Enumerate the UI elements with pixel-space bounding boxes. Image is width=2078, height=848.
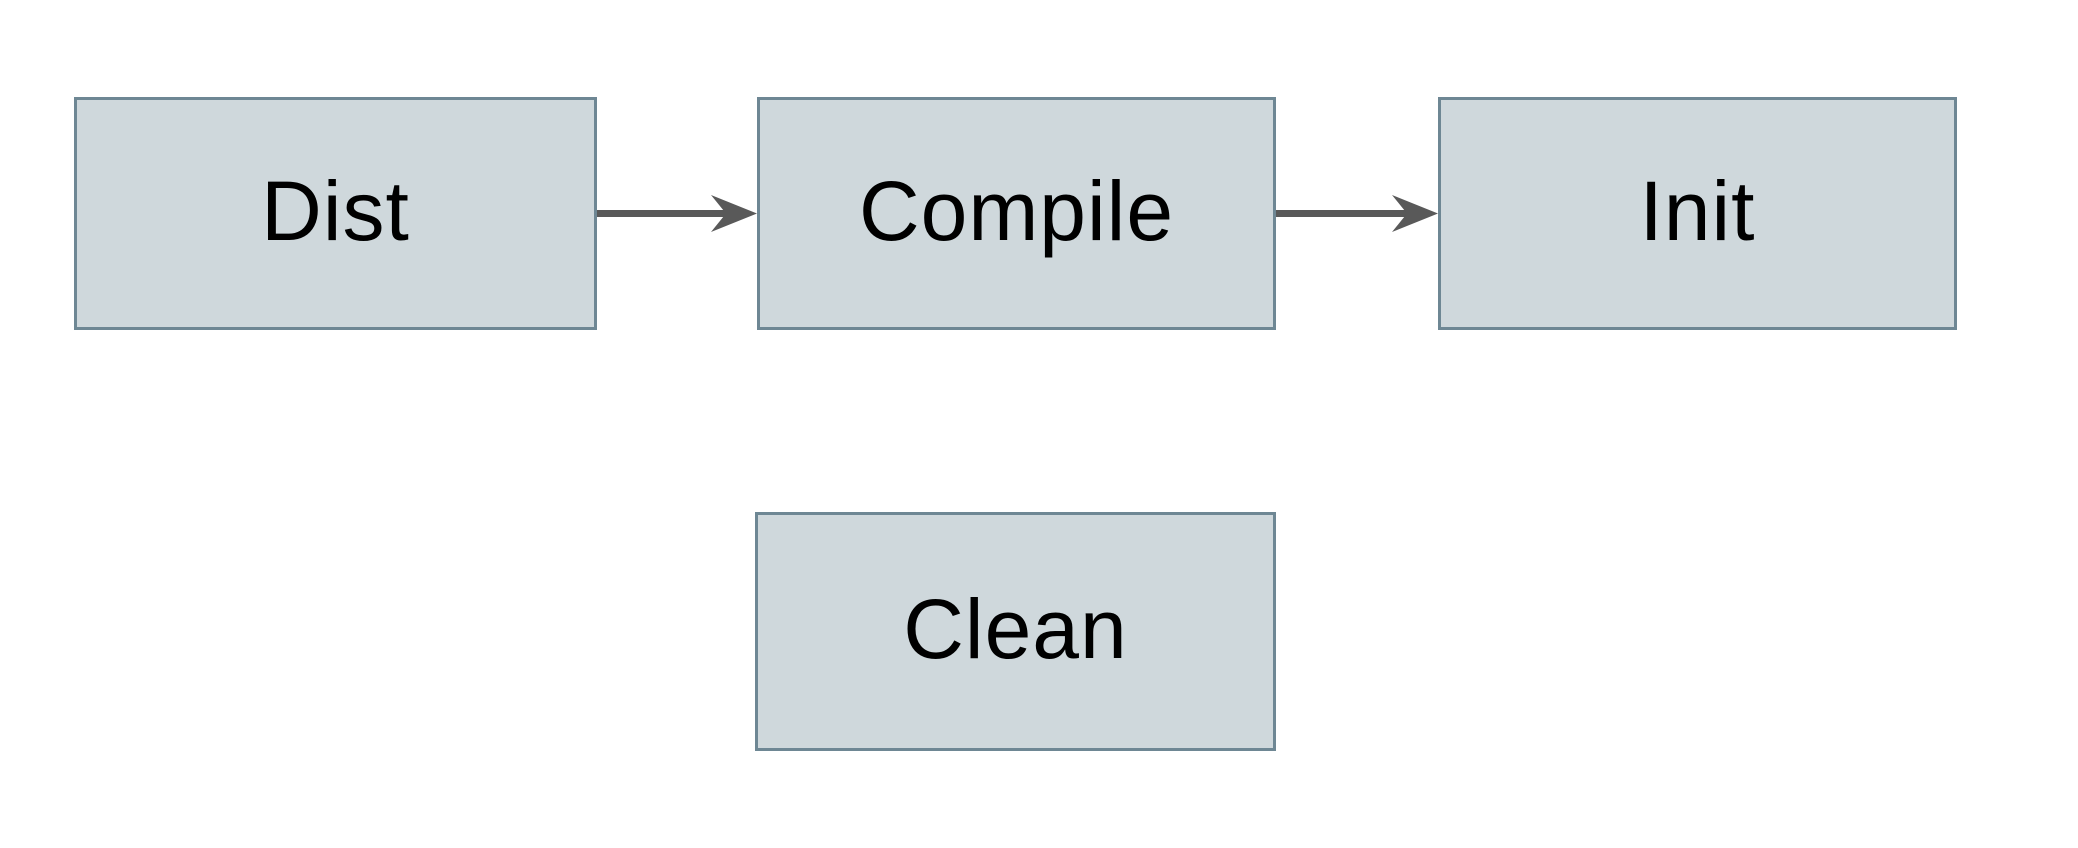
node-clean: Clean — [755, 512, 1276, 751]
node-compile: Compile — [757, 97, 1276, 330]
node-compile-label: Compile — [858, 163, 1175, 258]
node-clean-label: Clean — [903, 581, 1128, 676]
node-init: Init — [1438, 97, 1957, 330]
node-init-label: Init — [1639, 163, 1756, 258]
node-dist: Dist — [74, 97, 597, 330]
arrow-compile-to-init — [1276, 195, 1438, 232]
arrow-dist-to-compile — [597, 195, 757, 232]
arrow-head-icon — [711, 195, 757, 232]
arrow-head-icon — [1392, 195, 1438, 232]
node-dist-label: Dist — [261, 163, 410, 258]
